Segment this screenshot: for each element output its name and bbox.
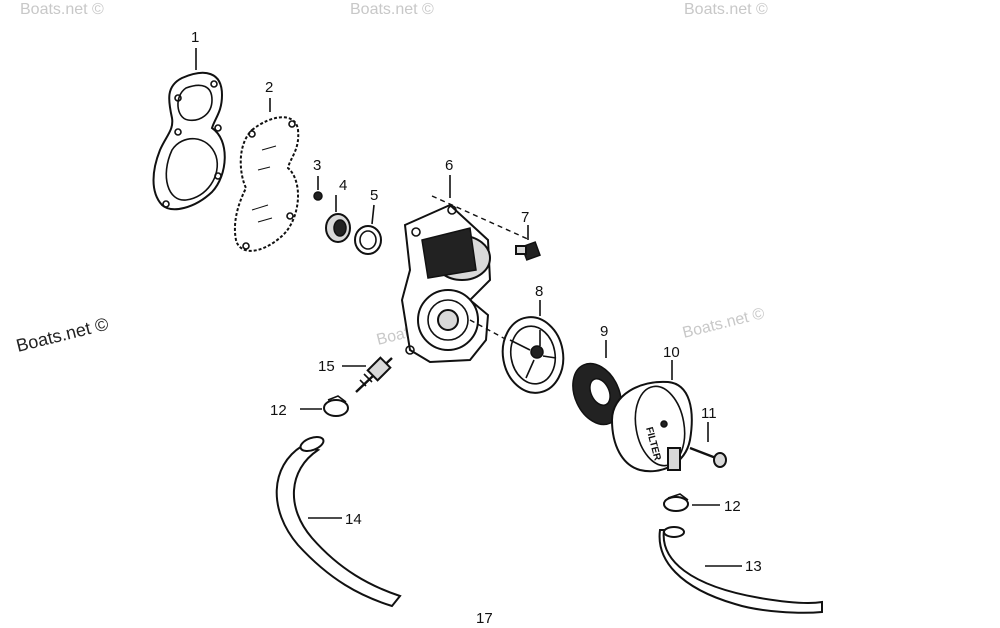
callout-6: 6 — [445, 157, 453, 174]
callout-8: 8 — [535, 283, 543, 300]
callout-13: 13 — [745, 558, 762, 575]
callout-14: 14 — [345, 511, 362, 528]
part-14-hose-left — [275, 436, 402, 608]
callout-12-left: 12 — [270, 402, 287, 419]
part-12-clamp-left — [300, 395, 349, 417]
page-number: 17 — [476, 610, 493, 627]
part-8-disc — [501, 300, 565, 394]
part-15-barb — [342, 356, 393, 393]
callout-9: 9 — [600, 323, 608, 340]
part-3-screw — [313, 176, 323, 201]
part-5-ring — [354, 204, 382, 255]
watermark-left: Boats.net © — [14, 314, 110, 356]
part-13-hose-right — [658, 526, 823, 614]
part-7-fitting — [515, 225, 541, 261]
callout-11: 11 — [701, 405, 717, 422]
part-1-gasket — [152, 71, 226, 211]
watermark-top-left: Boats.net © — [20, 1, 104, 18]
part-12-clamp-right — [663, 493, 720, 512]
watermark-top-center: Boats.net © — [350, 1, 434, 18]
callout-1: 1 — [191, 29, 199, 46]
part-9-seal — [572, 340, 622, 426]
callout-7: 7 — [521, 209, 529, 226]
callout-10: 10 — [663, 344, 680, 361]
callout-4: 4 — [339, 177, 347, 194]
watermark-right: Boats.net © — [681, 305, 767, 342]
part-4-valve — [325, 195, 351, 243]
part-2-diaphragm — [234, 116, 300, 252]
callout-3: 3 — [313, 157, 321, 174]
part-10-filter-cap: FILTER — [610, 360, 693, 473]
callout-5: 5 — [370, 187, 378, 204]
callout-15: 15 — [318, 358, 335, 375]
callout-2: 2 — [265, 79, 273, 96]
callout-12-right: 12 — [724, 498, 741, 515]
watermark-top-right: Boats.net © — [684, 1, 768, 18]
part-6-pump-body — [400, 175, 536, 364]
part-11-screw — [689, 422, 727, 468]
